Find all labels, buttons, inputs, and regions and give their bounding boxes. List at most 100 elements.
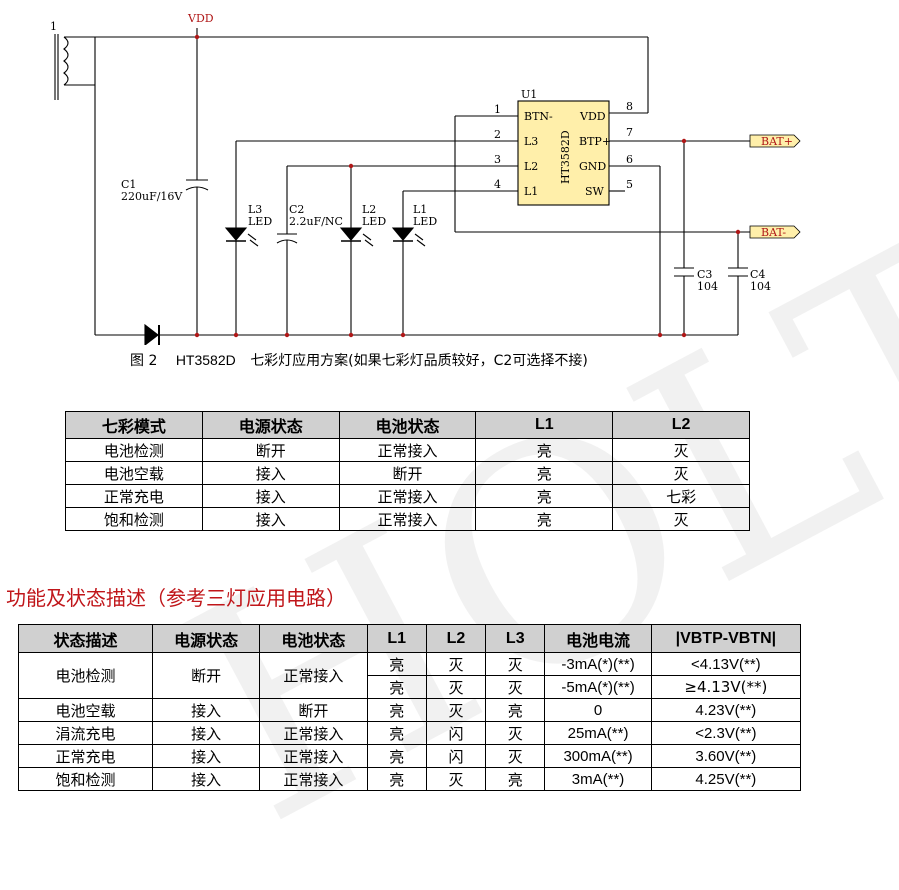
table-cell: 灭 — [425, 652, 487, 676]
pin-5-name: SW — [585, 185, 605, 198]
circuit-schematic: 1 VDD U1 HT3582D 1 BTN- 2 L3 3 L2 4 L1 8… — [50, 12, 801, 345]
section-title: 功能及状态描述（参考三灯应用电路） — [6, 586, 346, 610]
table-header-row: 七彩模式 电源状态 电池状态 L1 L2 — [65, 411, 750, 439]
table-row: 涓流充电 接入 正常接入 亮 闪 灭 25mA(**) <2.3V(**) — [18, 721, 802, 745]
table-cell: 亮 — [475, 461, 614, 485]
table-header: L1 — [366, 624, 427, 653]
table-cell: 亮 — [366, 675, 427, 699]
table-row: 电池检测 断开 正常接入 亮 灭 灭 -3mA(*)(**) <4.13V(**… — [18, 652, 802, 699]
table-cell: 接入 — [151, 744, 261, 768]
table-cell: 正常充电 — [18, 744, 153, 768]
table-header: L3 — [485, 624, 546, 653]
table-header-row: 状态描述 电源状态 电池状态 L1 L2 L3 电池电流 |VBTP-VBTN| — [18, 624, 802, 653]
table-cell: -5mA(*)(**) — [544, 675, 652, 699]
pin-4-num: 4 — [494, 178, 501, 191]
bat-plus-label: BAT+ — [761, 135, 793, 148]
pin-1-num: 1 — [494, 103, 501, 116]
table-cell: 亮 — [366, 698, 427, 722]
table-cell: 饱和检测 — [65, 507, 203, 531]
mode-table: 七彩模式 电源状态 电池状态 L1 L2 电池检测 断开 正常接入 亮 灭 电池… — [65, 411, 750, 531]
table-cell: 正常接入 — [259, 767, 368, 791]
table-cell: 接入 — [201, 507, 340, 531]
table-cell: 灭 — [612, 438, 750, 462]
table-cell: 灭 — [485, 721, 546, 745]
table-cell: 0 — [544, 698, 652, 722]
pin-5-num: 5 — [626, 178, 633, 191]
pin-7-name: BTP+ — [579, 135, 611, 148]
c3-ref: C3 — [697, 268, 712, 281]
table-header: 电源状态 — [151, 624, 261, 653]
table-cell: 亮 — [485, 698, 546, 722]
table-cell: 正常接入 — [259, 744, 368, 768]
table-cell: 25mA(**) — [544, 721, 652, 745]
table-cell: 亮 — [366, 744, 427, 768]
table-cell: 正常接入 — [259, 652, 368, 699]
bat-plus-terminal — [749, 134, 801, 148]
table-cell: 灭 — [612, 461, 750, 485]
table-cell: 亮 — [366, 721, 427, 745]
table-cell: 电池空载 — [65, 461, 203, 485]
table-header: L1 — [475, 411, 614, 439]
figure-chip: HT3582D — [175, 352, 236, 368]
table-cell: 断开 — [151, 652, 261, 699]
table-cell: 亮 — [485, 767, 546, 791]
table-cell: 饱和检测 — [18, 767, 153, 791]
table-cell: 4.23V(**) — [650, 698, 802, 722]
l1-ref: L1 — [413, 203, 427, 216]
table-cell: 断开 — [338, 461, 477, 485]
l1-type: LED — [413, 215, 437, 228]
table-cell: 亮 — [366, 652, 427, 676]
table-cell: 亮 — [475, 484, 614, 508]
table-cell: 电池空载 — [18, 698, 153, 722]
pin-8-name: VDD — [579, 110, 606, 123]
table-row: 饱和检测 接入 正常接入 亮 灭 — [65, 507, 750, 531]
l2-ref: L2 — [362, 203, 376, 216]
l2-type: LED — [362, 215, 386, 228]
table-cell: 接入 — [201, 484, 340, 508]
table-cell: 接入 — [151, 698, 261, 722]
ic-part: HT3582D — [559, 130, 572, 184]
table-row: 电池检测 断开 正常接入 亮 灭 — [65, 438, 750, 462]
table-header: L2 — [425, 624, 487, 653]
pin-6-name: GND — [579, 160, 606, 173]
table-cell: <4.13V(**) — [650, 652, 802, 676]
state-table: 状态描述 电源状态 电池状态 L1 L2 L3 电池电流 |VBTP-VBTN|… — [18, 624, 802, 791]
table-cell: 灭 — [425, 675, 487, 699]
table-cell: 闪 — [425, 744, 487, 768]
table-cell: 正常接入 — [338, 507, 477, 531]
table-row: 电池空载 接入 断开 亮 灭 — [65, 461, 750, 485]
pin-1-name: BTN- — [524, 110, 553, 123]
table-cell: 正常充电 — [65, 484, 203, 508]
pin-2-name: L3 — [524, 135, 538, 148]
table-header: |VBTP-VBTN| — [650, 624, 802, 653]
table-row: 亮 灭 灭 -5mA(*)(**) ≥4.13V(**) — [19, 675, 802, 699]
c4-ref: C4 — [750, 268, 765, 281]
l3-type: LED — [248, 215, 272, 228]
table-header: 电池状态 — [259, 624, 368, 653]
table-cell: 闪 — [425, 721, 487, 745]
table-cell: 300mA(**) — [544, 744, 652, 768]
table-header: 状态描述 — [18, 624, 153, 653]
bat-minus-terminal — [749, 225, 801, 239]
table-cell: 灭 — [485, 652, 546, 676]
table-cell: 断开 — [201, 438, 340, 462]
table-cell: 4.25V(**) — [650, 767, 802, 791]
table-cell: 接入 — [151, 767, 261, 791]
table-cell: 电池检测 — [18, 652, 153, 699]
c2-value: 2.2uF/NC — [289, 215, 343, 228]
figure-number: 图 2 — [130, 353, 158, 369]
table-cell: 亮 — [475, 507, 614, 531]
table-header: 电池状态 — [338, 411, 477, 439]
ic-body — [517, 100, 610, 206]
transformer-label: 1 — [50, 20, 57, 33]
c1-value: 220uF/16V — [121, 190, 183, 203]
table-header: L2 — [612, 411, 750, 439]
pin-3-num: 3 — [494, 153, 501, 166]
table-cell: -3mA(*)(**) — [544, 652, 652, 676]
table-cell: 3mA(**) — [544, 767, 652, 791]
table-cell: 七彩 — [612, 484, 750, 508]
pin-3-name: L2 — [524, 160, 538, 173]
pin-6-num: 6 — [626, 153, 633, 166]
table-cell: 电池检测 — [65, 438, 203, 462]
figure-caption: 图 2 HT3582D 七彩灯应用方案(如果七彩灯品质较好，C2可选择不接) — [130, 350, 588, 370]
